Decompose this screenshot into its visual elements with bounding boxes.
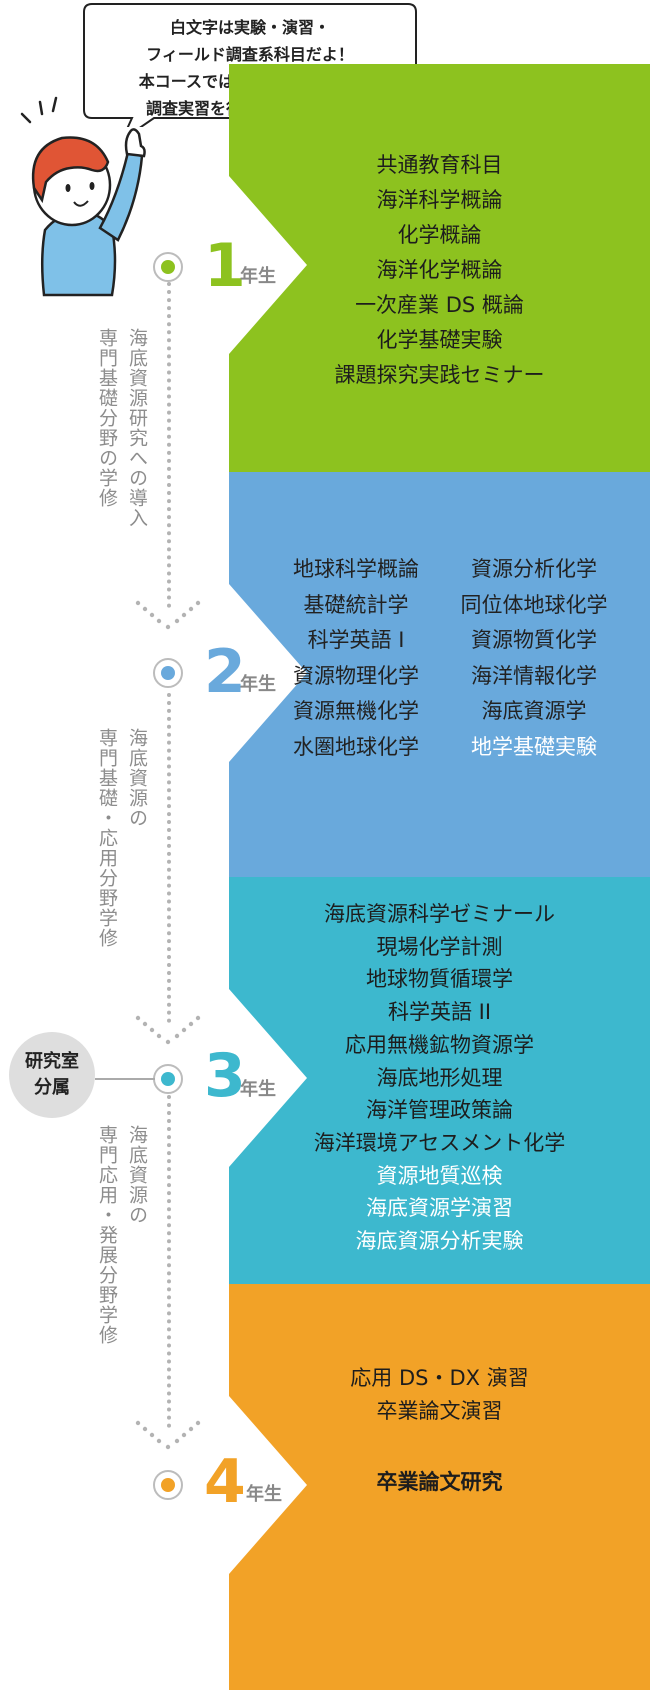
course-item: 海洋化学概論 xyxy=(376,258,503,282)
phase-line: 海底資源研究への導入 xyxy=(126,328,148,528)
chevron-down-icon xyxy=(135,1015,201,1045)
timeline-connector xyxy=(167,693,171,1023)
course-item: 科学英語 II xyxy=(387,1000,492,1025)
phase-line: 専門応用・発展分野学修 xyxy=(96,1125,118,1345)
course-item: 化学概論 xyxy=(397,223,482,247)
course-item: 応用 DS・DX 演習 xyxy=(350,1366,529,1390)
course-item: 資源物質化学 xyxy=(471,628,597,652)
year3-node xyxy=(153,1064,183,1094)
timeline-connector xyxy=(167,1095,171,1428)
course-item-practical: 海底資源学演習 xyxy=(366,1196,513,1221)
bubble-line: 白文字は実験・演習・ xyxy=(169,18,330,37)
course-item: 地球物質循環学 xyxy=(366,967,513,992)
course-item: 水圏地球化学 xyxy=(293,734,419,759)
course-item: 資源分析化学 xyxy=(471,557,597,581)
phase3-label: 海底資源の 専門応用・発展分野学修 xyxy=(92,1125,152,1345)
course-item: 卒業論文演習 xyxy=(376,1399,503,1423)
year3-panel: 海底資源科学ゼミナール 現場化学計測 地球物質循環学 科学英語 II 応用無機鉱… xyxy=(229,877,650,1284)
course-item: 海底地形処理 xyxy=(376,1065,503,1090)
course-item: 海底資源科学ゼミナール xyxy=(324,902,555,926)
year4-suffix: 年生 xyxy=(246,1484,282,1505)
phase-line: 専門基礎・応用分野学修 xyxy=(96,728,118,948)
bubble-line: フィールド調査系科目だよ！ xyxy=(146,45,354,64)
course-item-practical: 資源地質巡検 xyxy=(376,1163,503,1188)
course-item-practical: 地学基礎実験 xyxy=(471,734,597,759)
year1-number: 1 xyxy=(204,231,246,301)
phase2-label: 海底資源の 専門基礎・応用分野学修 xyxy=(92,728,152,948)
year2-suffix: 年生 xyxy=(240,674,276,695)
year1-course-list: 共通教育科目 海洋科学概論 化学概論 海洋化学概論 一次産業 DS 概論 化学基… xyxy=(229,148,650,393)
course-item: 一次産業 DS 概論 xyxy=(355,293,524,317)
course-item: 科学英語 I xyxy=(307,628,405,652)
course-item-practical: 海底資源分析実験 xyxy=(355,1229,524,1254)
course-item: 資源無機化学 xyxy=(293,699,419,723)
timeline-connector xyxy=(167,282,171,608)
year1-node xyxy=(153,252,183,282)
phase-line: 専門基礎分野の学修 xyxy=(96,328,118,508)
year1-suffix: 年生 xyxy=(240,266,276,287)
character-illustration xyxy=(0,90,150,300)
phase1-label: 海底資源研究への導入 専門基礎分野の学修 xyxy=(92,328,152,528)
course-item: 現場化学計測 xyxy=(376,934,503,959)
course-item: 資源物理化学 xyxy=(293,663,419,688)
course-item: 課題探究実践セミナー xyxy=(334,363,545,387)
course-item: 応用無機鉱物資源学 xyxy=(345,1032,534,1057)
year2-node xyxy=(153,658,183,688)
year3-number: 3 xyxy=(204,1041,246,1111)
course-item: 海底資源学 xyxy=(481,699,587,723)
course-item: 海洋管理政策論 xyxy=(366,1098,513,1123)
year4-panel: 応用 DS・DX 演習 卒業論文演習 卒業論文研究 xyxy=(229,1284,650,1690)
phase-line: 海底資源の xyxy=(126,728,148,828)
thesis-research: 卒業論文研究 xyxy=(376,1470,503,1494)
year3-course-list: 海底資源科学ゼミナール 現場化学計測 地球物質循環学 科学英語 II 応用無機鉱… xyxy=(229,898,650,1258)
course-item: 共通教育科目 xyxy=(376,153,503,177)
year4-node xyxy=(153,1470,183,1500)
chevron-down-icon xyxy=(135,600,201,630)
year2-course-grid: 地球科学概論 資源分析化学 基礎統計学 同位体地球化学 科学英語 I 資源物質化… xyxy=(271,552,619,765)
course-item: 地球科学概論 xyxy=(293,557,419,581)
course-item: 海洋科学概論 xyxy=(376,188,503,212)
year2-panel: 地球科学概論 資源分析化学 基礎統計学 同位体地球化学 科学英語 I 資源物質化… xyxy=(229,472,650,877)
course-item: 海洋環境アセスメント化学 xyxy=(313,1130,566,1155)
year1-panel: 共通教育科目 海洋科学概論 化学概論 海洋化学概論 一次産業 DS 概論 化学基… xyxy=(229,64,650,472)
course-item: 基礎統計学 xyxy=(303,592,409,617)
chevron-down-icon xyxy=(135,1420,201,1450)
course-item: 海洋情報化学 xyxy=(471,663,597,688)
lab-badge-connector xyxy=(95,1078,155,1080)
year2-number: 2 xyxy=(204,637,246,707)
lab-assignment-badge: 研究室 分属 xyxy=(9,1032,95,1118)
lab-badge-line: 分属 xyxy=(34,1077,70,1098)
year4-course-list: 応用 DS・DX 演習 卒業論文演習 xyxy=(229,1362,650,1428)
course-item: 化学基礎実験 xyxy=(376,328,503,352)
course-item: 同位体地球化学 xyxy=(460,592,608,617)
lab-badge-line: 研究室 xyxy=(25,1051,79,1072)
phase-line: 海底資源の xyxy=(126,1125,148,1225)
year3-suffix: 年生 xyxy=(240,1079,276,1100)
year4-number: 4 xyxy=(204,1447,246,1517)
